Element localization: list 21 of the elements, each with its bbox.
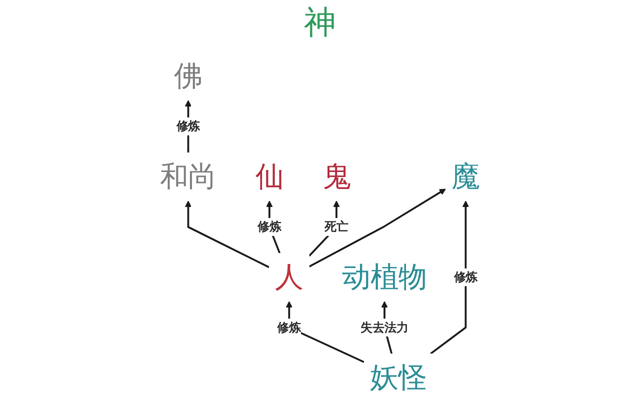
arrow bbox=[308, 200, 340, 257]
node-text: 妖怪 bbox=[370, 361, 427, 394]
edge-label: 修炼 bbox=[277, 320, 302, 334]
edge-label: 死亡 bbox=[324, 220, 348, 234]
arrow bbox=[266, 200, 281, 254]
edge-label: 修炼 bbox=[258, 220, 282, 234]
node-text: 和尚 bbox=[160, 160, 217, 193]
edge-label: 修炼 bbox=[176, 118, 200, 134]
realm-label: 神 bbox=[304, 2, 336, 42]
arrow bbox=[430, 200, 470, 354]
arrow bbox=[185, 100, 192, 153]
node-text: 佛 bbox=[174, 59, 202, 92]
node-text: 鬼 bbox=[322, 160, 351, 193]
node-text: 人 bbox=[275, 260, 304, 294]
arrow bbox=[185, 200, 270, 268]
node-text: 魔 bbox=[452, 160, 480, 193]
node-text: 仙 bbox=[255, 160, 284, 193]
node-text: 动植物 bbox=[342, 260, 428, 294]
edge-label: 失去法力 bbox=[360, 320, 408, 334]
edge-label: 修炼 bbox=[454, 270, 478, 284]
arrow bbox=[308, 188, 446, 268]
